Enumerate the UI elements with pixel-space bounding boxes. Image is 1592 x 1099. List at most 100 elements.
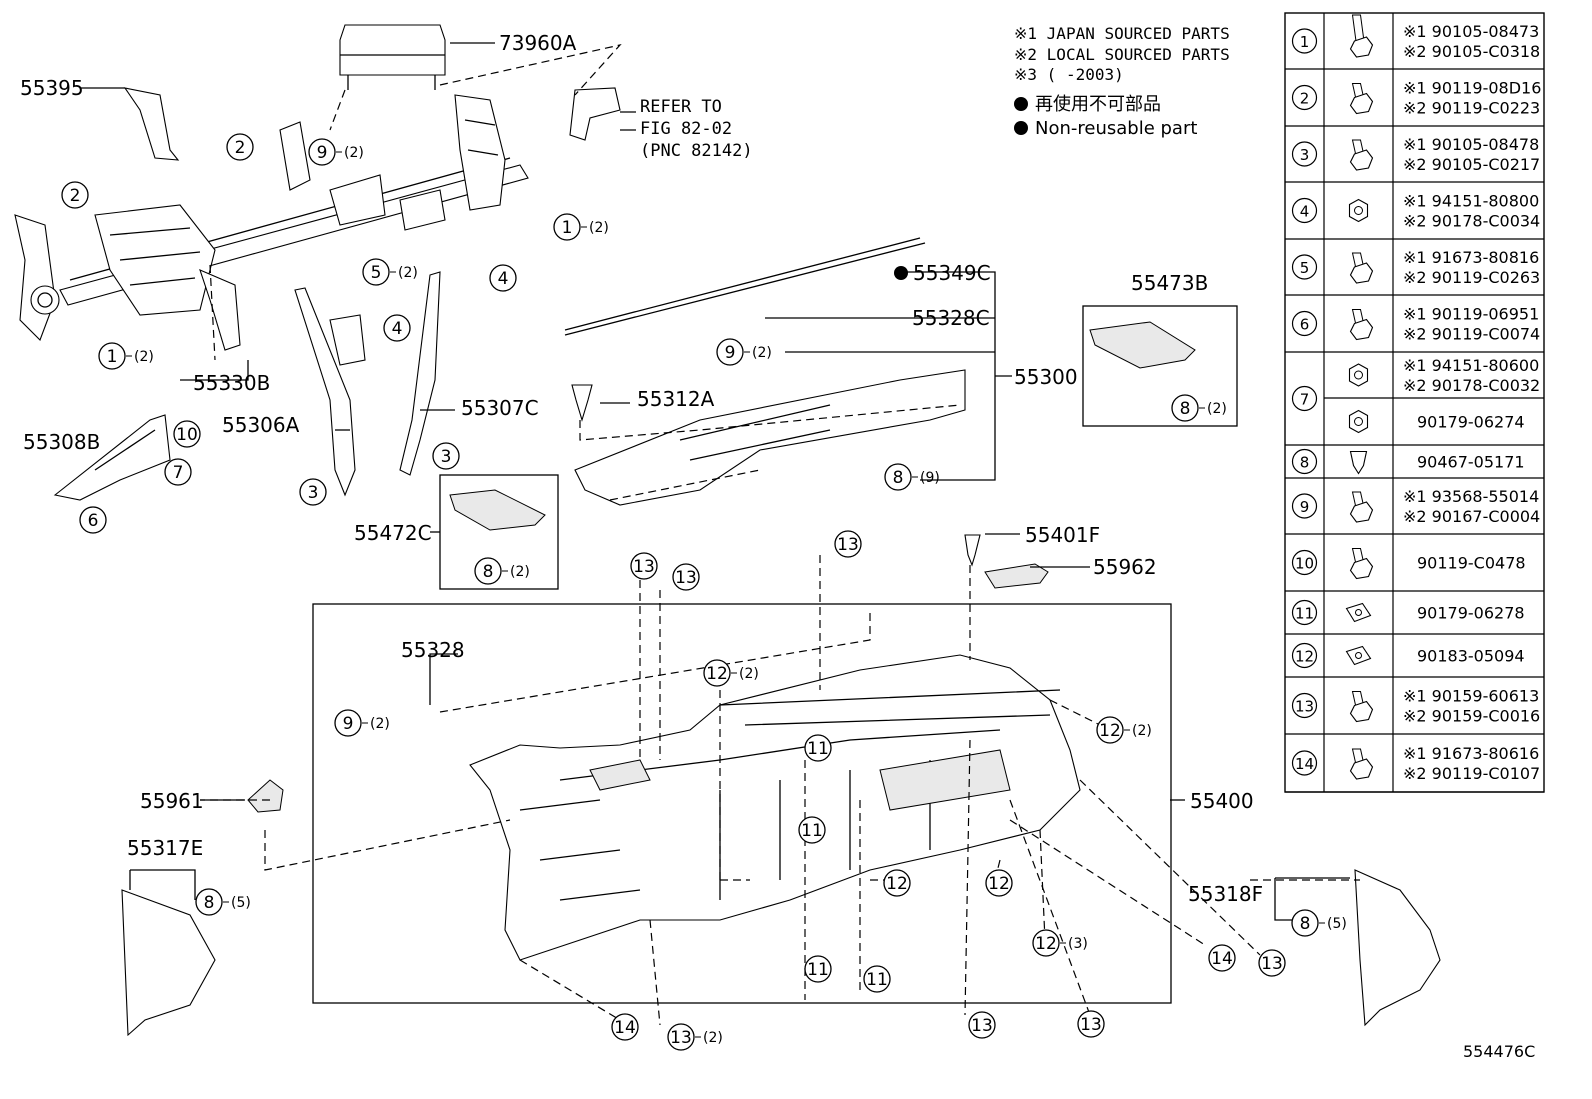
instrument-panel-lower [469, 654, 1081, 961]
svg-text:3: 3 [308, 483, 319, 503]
svg-text:12: 12 [1099, 721, 1121, 741]
label-55328C: 55328C [912, 306, 990, 330]
label-55300: 55300 [1014, 365, 1078, 389]
label-55308B: 55308B [23, 430, 100, 454]
label-55328: 55328 [401, 638, 465, 662]
callout-4: 4 [489, 264, 517, 292]
index-label: 10 [1295, 555, 1314, 573]
label-55961: 55961 [140, 789, 204, 813]
callout-14: 14 [611, 1013, 639, 1041]
part-number: ※2 90178-C0034 [1403, 212, 1540, 231]
svg-text:12: 12 [988, 874, 1010, 894]
svg-text:13: 13 [971, 1016, 993, 1036]
square-nut-icon [1345, 602, 1372, 623]
quantity-label: (2) [1207, 401, 1227, 417]
label-55473B: 55473B [1131, 271, 1208, 295]
quantity-label: (2) [134, 349, 154, 365]
index-circle [1291, 254, 1318, 280]
callout-10: 10 [173, 420, 201, 448]
callout-13: 13 [1258, 949, 1286, 977]
index-circle [1291, 28, 1318, 54]
part-number: ※1 90159-60613 [1403, 687, 1539, 706]
index-label: 5 [1300, 259, 1310, 277]
callout-6: 6 [79, 506, 107, 534]
part-number: ※1 90119-08D16 [1403, 79, 1541, 98]
label-73960A: 73960A [499, 31, 577, 55]
label-55395: 55395 [20, 76, 84, 100]
quantity-label: (9) [920, 470, 940, 486]
part-labels: 73960A 55395 55330B 55306A 55307C 55308B… [20, 31, 1263, 906]
svg-text:11: 11 [801, 821, 823, 841]
callout-12: 12(2) [703, 659, 759, 687]
svg-text:2: 2 [70, 186, 81, 206]
callout-13: 13 [834, 530, 862, 558]
part-number: ※1 90105-08478 [1403, 135, 1539, 154]
fastener-row: 6※1 90119-06951※2 90119-C0074 [1285, 295, 1544, 353]
nut-icon [1348, 409, 1369, 434]
fastener-row: 1※1 90105-08473※2 90105-C0318 [1285, 13, 1544, 70]
index-label: 7 [1300, 391, 1310, 409]
index-label: 13 [1295, 698, 1314, 716]
label-55472C: 55472C [354, 521, 432, 545]
svg-text:4: 4 [392, 319, 403, 339]
label-55312A: 55312A [637, 387, 715, 411]
callout-11: 11 [804, 734, 832, 762]
callout-2: 2 [61, 181, 89, 209]
svg-text:3: 3 [441, 447, 452, 467]
refer-line2: FIG 82-02 [640, 119, 732, 139]
bolt-icon [1349, 548, 1374, 580]
svg-text:12: 12 [706, 664, 728, 684]
callout-8: 8(5) [1291, 909, 1347, 937]
svg-text:13: 13 [1080, 1015, 1102, 1035]
callout-1: 1(2) [98, 342, 154, 370]
index-circle [1291, 448, 1318, 475]
part-number: ※1 90105-08473 [1403, 22, 1539, 41]
svg-text:8: 8 [483, 562, 494, 582]
part-number: ※1 91673-80816 [1403, 248, 1539, 267]
index-circle [1291, 385, 1318, 412]
part-number: ※1 90119-06951 [1403, 305, 1539, 324]
part-number: 90467-05171 [1417, 453, 1525, 472]
side-cover-55318F [1354, 869, 1441, 1027]
quantity-label: (2) [752, 345, 772, 361]
svg-text:11: 11 [807, 739, 829, 759]
instrument-panel-box [312, 603, 1172, 1004]
callout-12: 12 [883, 869, 911, 897]
svg-text:13: 13 [1261, 954, 1283, 974]
short-bolt-icon [1349, 139, 1374, 171]
bolt-icon [1349, 252, 1374, 284]
callout-8: 8(9) [884, 463, 940, 491]
callout-8: 8(5) [195, 888, 251, 916]
bolt-icon [1349, 309, 1374, 341]
legend-en: Non-reusable part [1035, 118, 1197, 139]
refer-note: REFER TO FIG 82-02 (PNC 82142) [620, 97, 753, 161]
part-number: 90179-06278 [1417, 604, 1525, 623]
index-label: 14 [1295, 755, 1314, 773]
svg-text:9: 9 [725, 343, 736, 363]
part-number: ※1 93568-55014 [1403, 487, 1539, 506]
note-date: ※3 ( -2003) [1014, 65, 1124, 84]
cover-55473B-box [1082, 305, 1238, 427]
quantity-label: (2) [589, 220, 609, 236]
index-circle [1291, 84, 1318, 111]
callout-11: 11 [863, 965, 891, 993]
part-number: ※2 90178-C0032 [1403, 376, 1540, 395]
svg-text:7: 7 [173, 463, 184, 483]
callout-13: 13 [672, 563, 700, 591]
note-japan: ※1 JAPAN SOURCED PARTS [1014, 24, 1230, 43]
callout-12: 12(3) [1032, 929, 1088, 957]
quantity-label: (2) [398, 265, 418, 281]
svg-text:11: 11 [807, 960, 829, 980]
callout-4: 4 [383, 314, 411, 342]
index-circle [1291, 141, 1318, 167]
part-number: ※2 90105-C0217 [1403, 155, 1540, 174]
svg-text:13: 13 [837, 535, 859, 555]
label-55330B: 55330B [193, 371, 270, 395]
index-circle [1291, 750, 1318, 776]
callout-5: 5(2) [362, 258, 418, 286]
fastener-row: 2※1 90119-08D16※2 90119-C0223 [1285, 69, 1544, 127]
